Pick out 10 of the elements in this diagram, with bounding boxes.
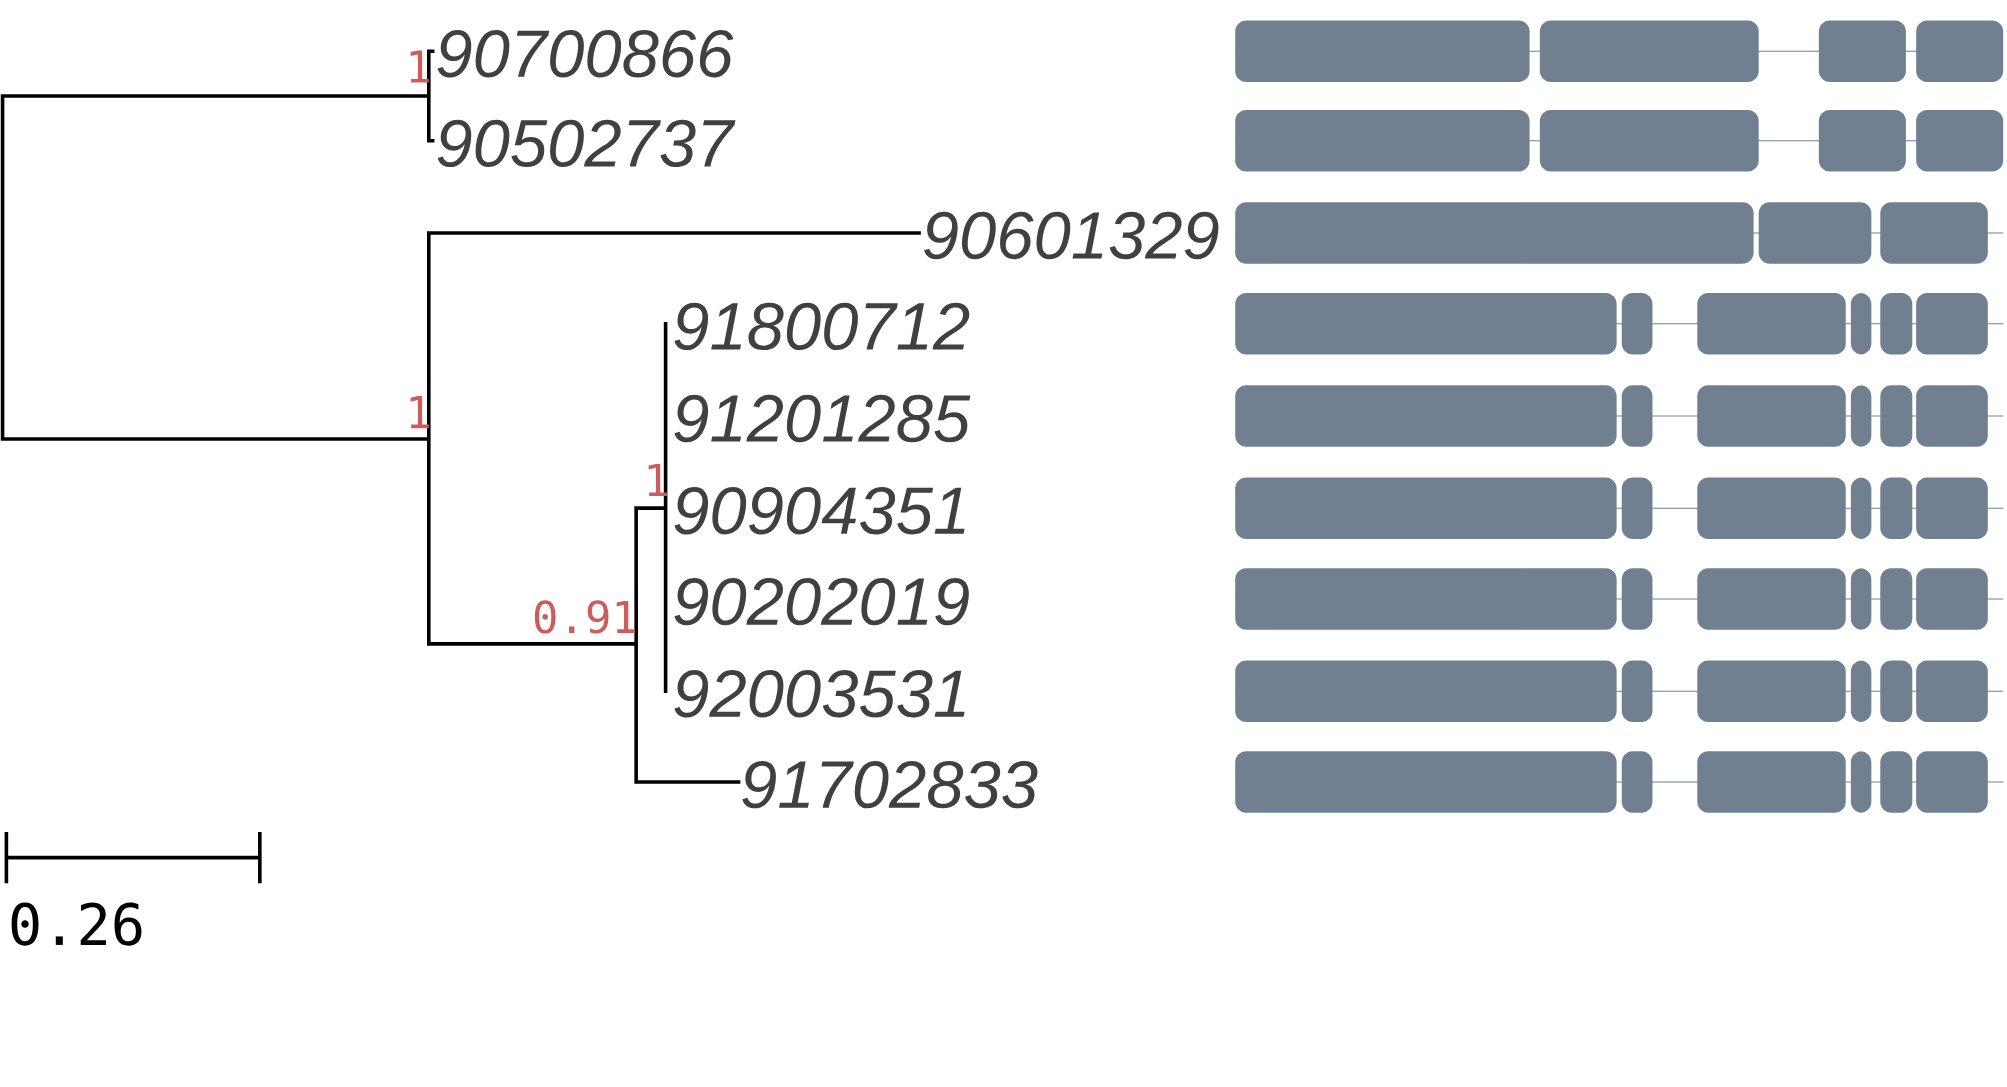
leaf-label: 91702833 bbox=[742, 760, 1038, 809]
leaf-label: 90502737 bbox=[437, 119, 736, 168]
leaf-label: 91201285 bbox=[674, 394, 971, 443]
scale-label: 0.26 bbox=[11, 902, 142, 946]
leaf-label: 92003531 bbox=[674, 670, 965, 718]
leaf-label: 90700866 bbox=[437, 30, 734, 78]
leaf-label: 90904351 bbox=[674, 487, 965, 535]
leaf-label: 91800712 bbox=[674, 302, 970, 351]
leaf-label: 90601329 bbox=[924, 211, 1219, 260]
leaf-label: 90202019 bbox=[674, 577, 969, 626]
